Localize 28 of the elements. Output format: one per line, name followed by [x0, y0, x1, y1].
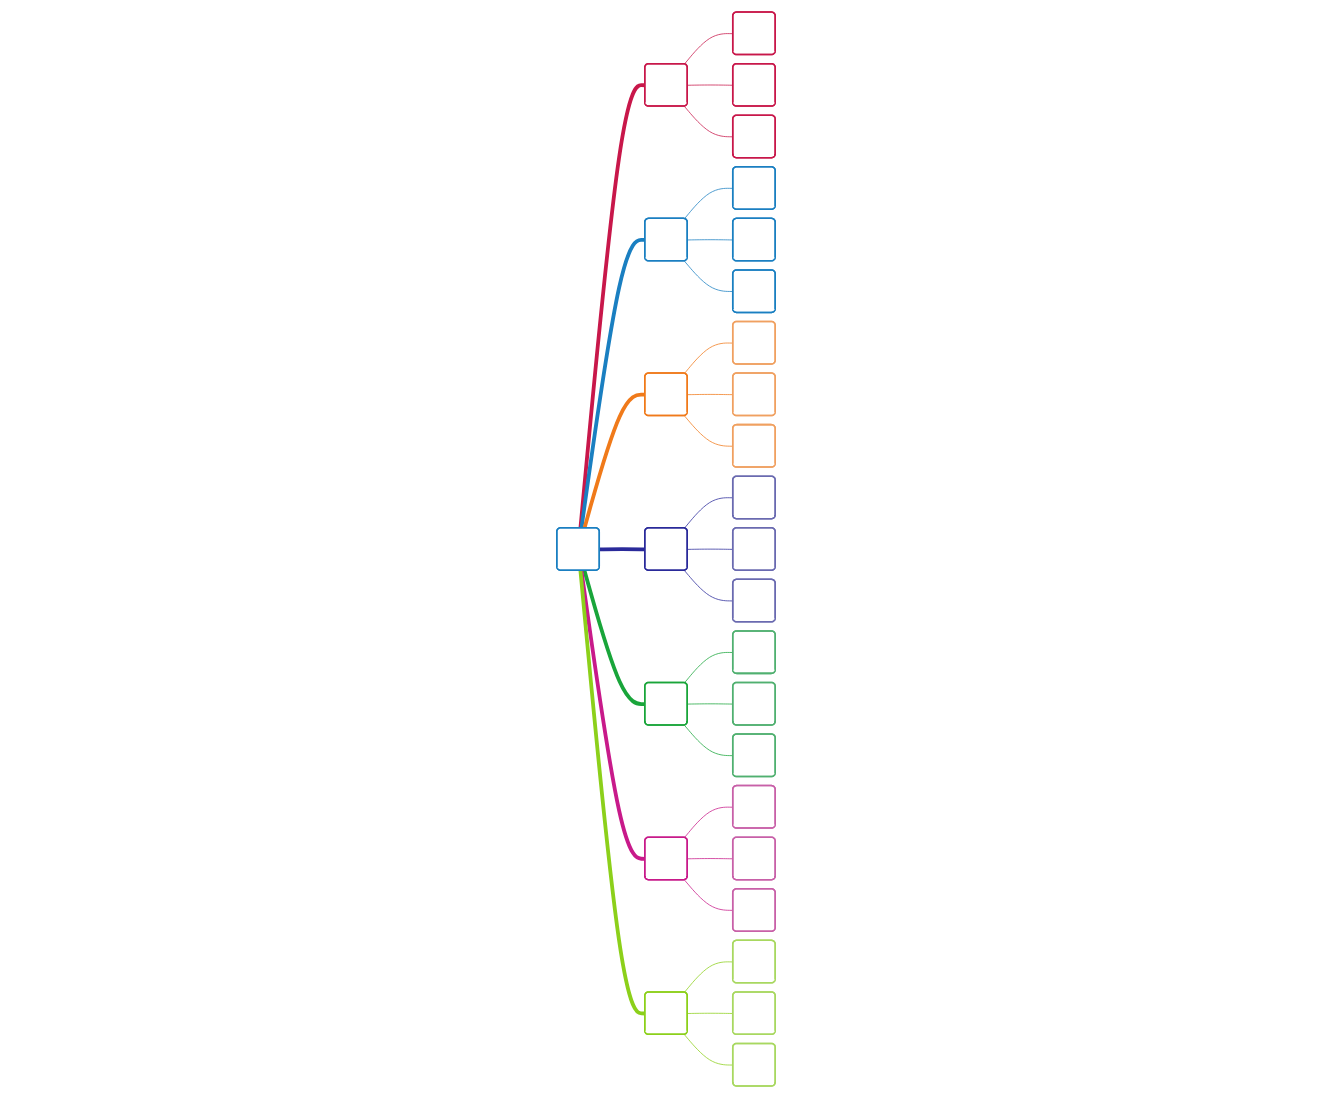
- connector: [684, 342, 734, 374]
- connector: [579, 570, 646, 861]
- connector: [687, 858, 734, 860]
- connector: [582, 570, 646, 706]
- connector: [582, 392, 646, 529]
- connector: [684, 497, 734, 529]
- connector: [687, 84, 734, 86]
- connector: [684, 106, 734, 138]
- connector: [684, 961, 734, 993]
- connector: [684, 652, 734, 684]
- connector: [684, 879, 734, 911]
- connector: [687, 1012, 734, 1014]
- connector: [684, 570, 734, 602]
- connector: [578, 83, 646, 529]
- connector: [687, 239, 734, 241]
- connector: [684, 33, 734, 65]
- connector: [684, 724, 734, 757]
- connector: [684, 1034, 734, 1066]
- connector: [578, 570, 646, 1016]
- connector: [684, 415, 734, 447]
- connector: [687, 548, 734, 550]
- connector: [684, 806, 734, 838]
- connector: [684, 260, 734, 292]
- connector: [599, 547, 646, 552]
- connector: [687, 394, 734, 396]
- connector: [684, 187, 734, 220]
- connector: [579, 238, 646, 529]
- connector: [687, 703, 734, 705]
